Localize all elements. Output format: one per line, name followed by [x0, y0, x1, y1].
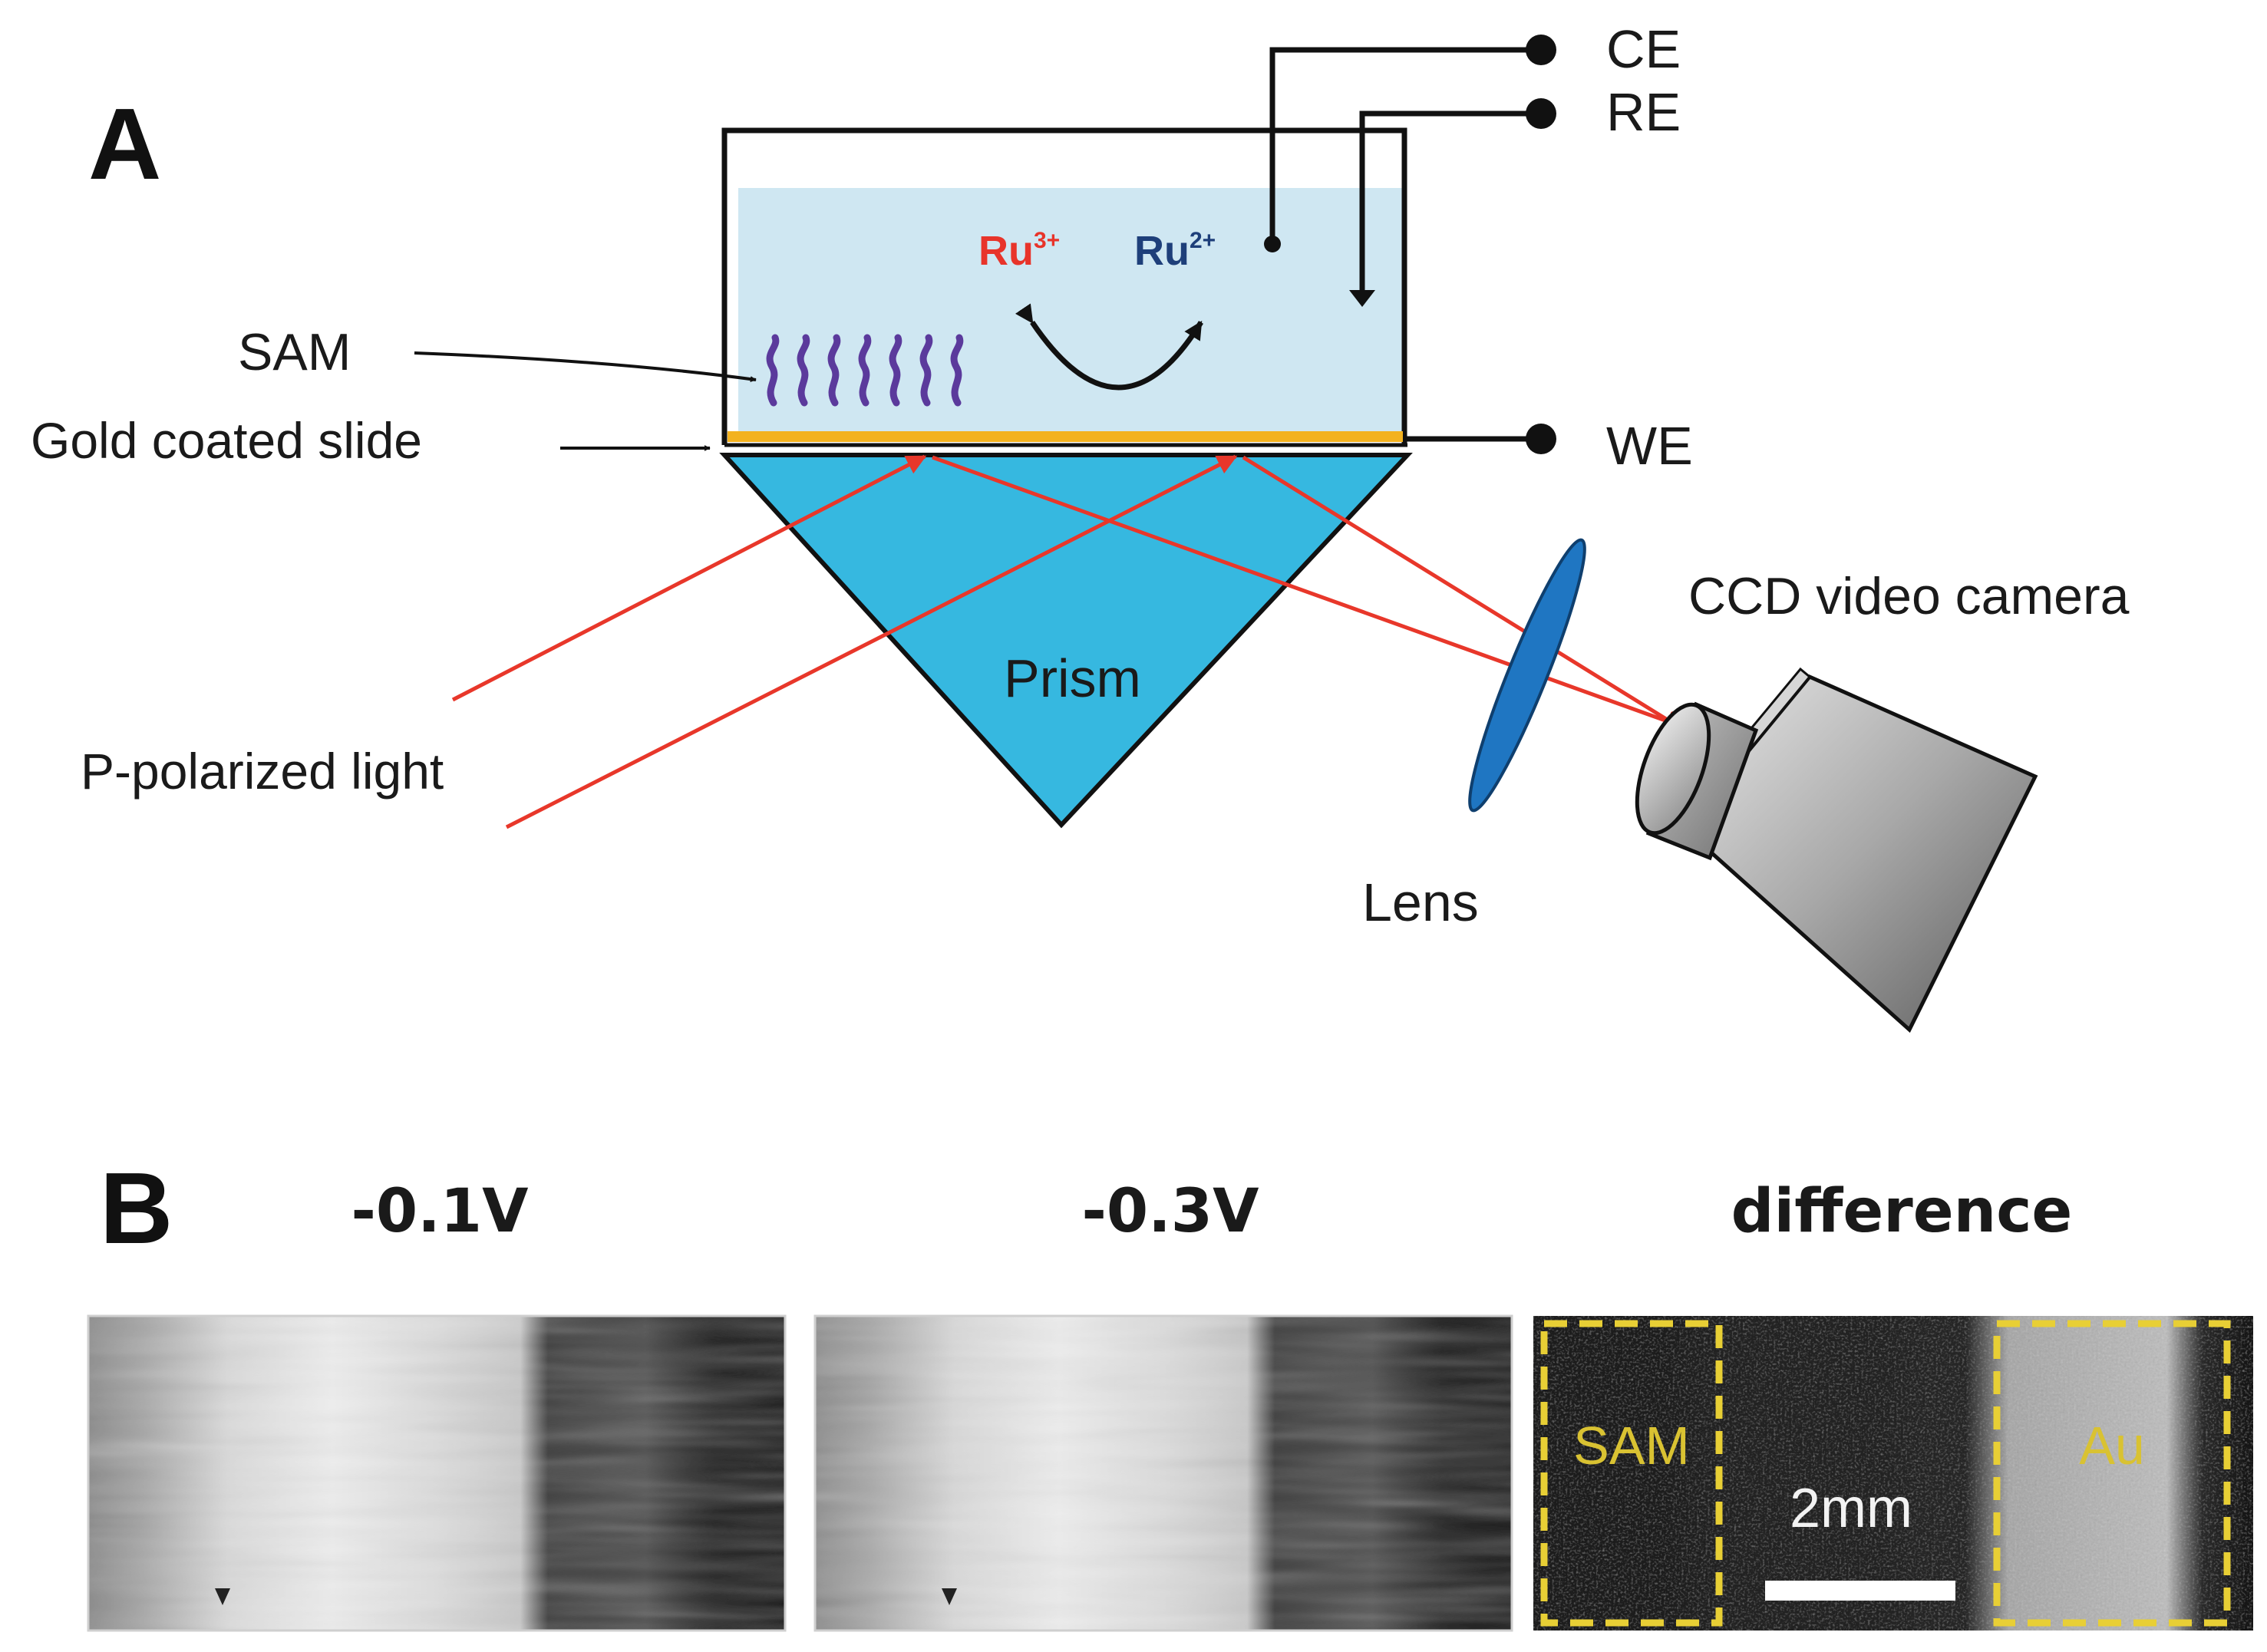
ru3-label: Ru3+: [978, 228, 1060, 274]
gold-label: Gold coated slide: [31, 412, 422, 469]
ru2-label: Ru2+: [1134, 228, 1216, 274]
au-region-box: [1993, 1320, 2231, 1627]
redox-arc-arrow: [1015, 303, 1203, 391]
lens-label: Lens: [1362, 872, 1479, 932]
scale-bar-label: 2mm: [1790, 1478, 1912, 1539]
electrolyte: [738, 188, 1404, 437]
lens: [1468, 538, 1586, 813]
light-rays: [451, 454, 1687, 829]
we-terminal: [1526, 424, 1556, 454]
prism-label: Prism: [1004, 648, 1141, 708]
sam-region-label: SAM: [1573, 1416, 1690, 1476]
spr-image-minus-0-1v: [87, 1314, 787, 1632]
ccd-camera: [1635, 667, 2038, 1034]
light-label: P-polarized light: [81, 743, 444, 800]
cell-outline: [721, 127, 1407, 445]
re-label: RE: [1606, 82, 1681, 142]
re-tip: [1349, 290, 1375, 307]
panel-b-letter: B: [100, 1152, 173, 1265]
caption-minus-0-1v: -0.1V: [351, 1177, 529, 1246]
we-label: WE: [1606, 416, 1693, 476]
sam-region-box: [1540, 1320, 1723, 1627]
caption-minus-0-3v: -0.3V: [1082, 1177, 1259, 1246]
sam-layer: [766, 334, 964, 407]
ce-terminal: [1526, 35, 1556, 65]
ce-node: [1264, 236, 1281, 252]
ce-lead: [1269, 47, 1541, 249]
prism: [719, 453, 1413, 829]
ce-label: CE: [1606, 19, 1681, 79]
re-terminal: [1526, 98, 1556, 129]
sam-pointer: [414, 351, 757, 383]
re-lead: [1359, 110, 1541, 295]
spr-image-difference: SAM Au 2mm: [1533, 1316, 2253, 1631]
sam-label: SAM: [238, 323, 351, 381]
panel-a-letter: A: [88, 87, 161, 200]
caption-difference: difference: [1731, 1177, 2073, 1246]
au-region-label: Au: [2079, 1416, 2145, 1476]
camera-label: CCD video camera: [1688, 567, 2130, 625]
gold-slide: [728, 431, 1403, 442]
scale-bar: [1765, 1581, 1955, 1601]
spr-image-minus-0-3v: [813, 1314, 1513, 1632]
